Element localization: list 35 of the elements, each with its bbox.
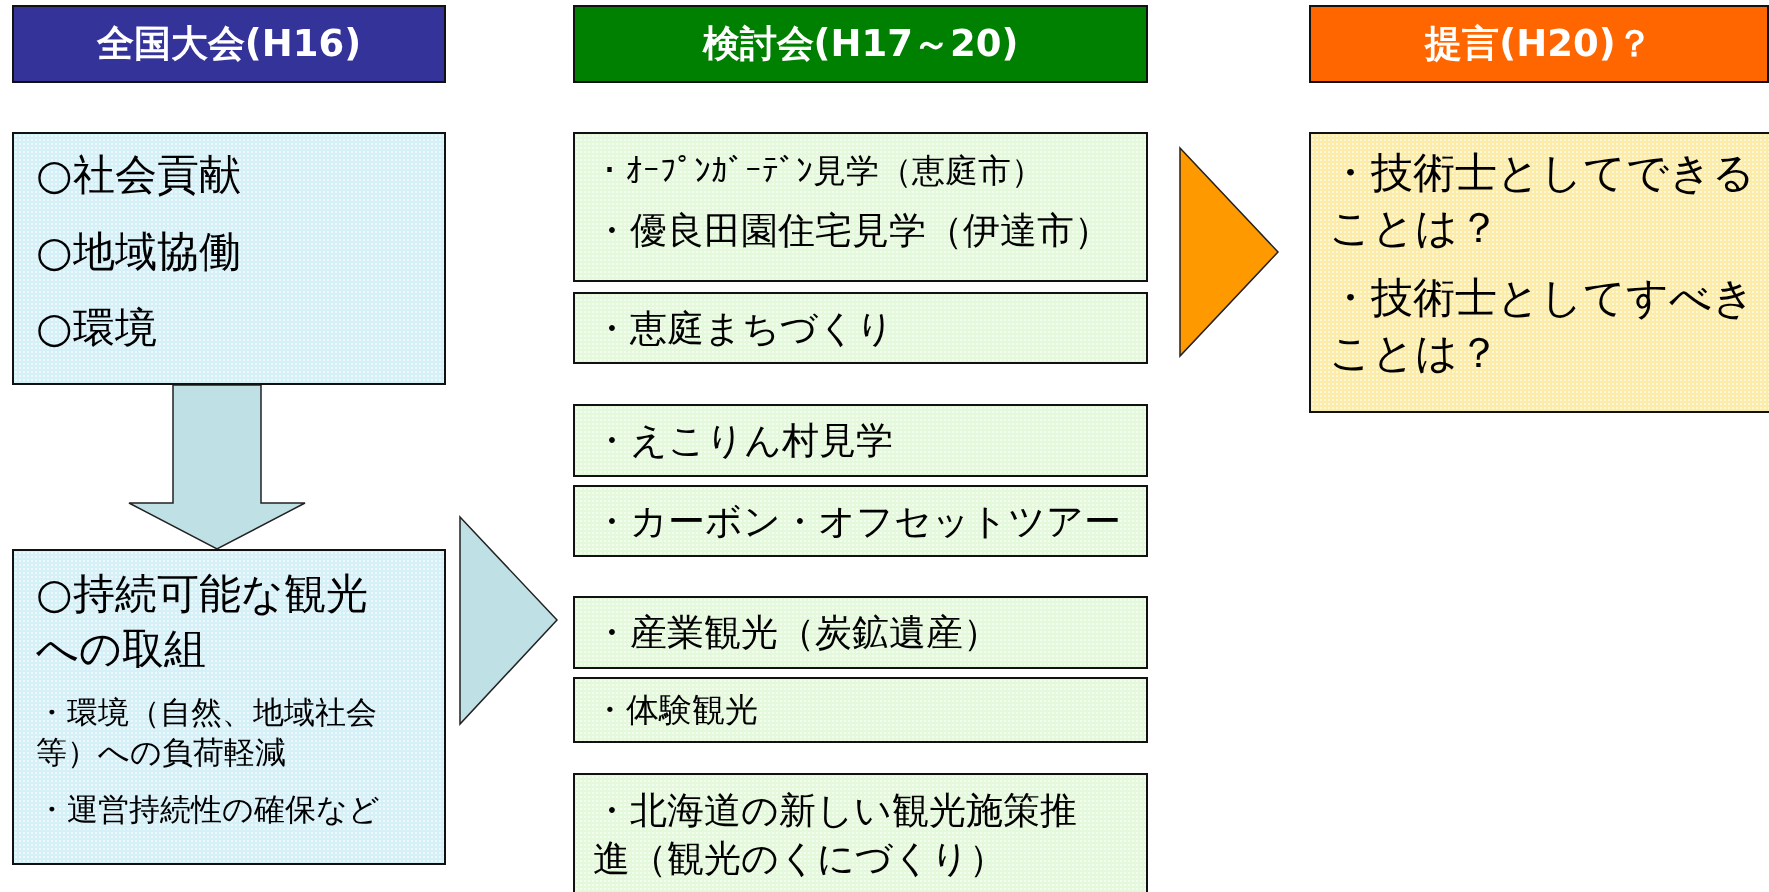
item-text: ・北海道の新しい観光施策推進（観光のくにづくり） [593,788,1078,883]
block-arrow [128,384,306,550]
item-text: ・えこりん村見学 [593,418,894,464]
item-text: ・恵庭まちづくり [593,306,895,352]
item-text: ・ｵｰﾌﾟﾝｶﾞｰﾃﾞﾝ見学（恵庭市） [593,150,1045,192]
block-arrow [459,515,559,726]
header-title: 全国大会(H16) [96,21,362,67]
header-bar [12,5,446,83]
item-text: ・カーボン・オフセットツアー [593,499,1122,545]
block-arrow [1179,146,1280,358]
item-text: ・産業観光（炭鉱遺産） [593,610,1001,656]
item-text: ・技術士としてすべきことは？ [1329,272,1755,379]
text-box [573,677,1148,743]
header-bar [1309,5,1769,83]
text-box [12,132,446,385]
text-box [573,132,1148,282]
text-box [573,596,1148,669]
text-box [12,549,446,865]
text-box [573,292,1148,364]
text-box [573,404,1148,477]
item-text: ・運営持続性の確保など [36,789,381,829]
header-title: 提言(H20)？ [1425,21,1653,67]
item-text: ○持続可能な観光への取組 [36,568,369,675]
text-box [573,773,1148,892]
item-text: ・優良田園住宅見学（伊達市） [593,207,1112,254]
text-box [1309,132,1769,413]
item-text: ・体験観光 [593,689,759,731]
item-text: ○環境 [36,302,158,355]
item-text: ○社会貢献 [36,149,242,201]
item-text: ・技術士としてできることは？ [1329,147,1755,254]
header-title: 検討会(H17～20) [702,21,1019,67]
text-box [573,485,1148,557]
item-text: ○地域協働 [36,225,242,278]
header-bar [573,5,1148,83]
item-text: ・環境（自然、地域社会等）への負荷軽減 [36,693,378,773]
